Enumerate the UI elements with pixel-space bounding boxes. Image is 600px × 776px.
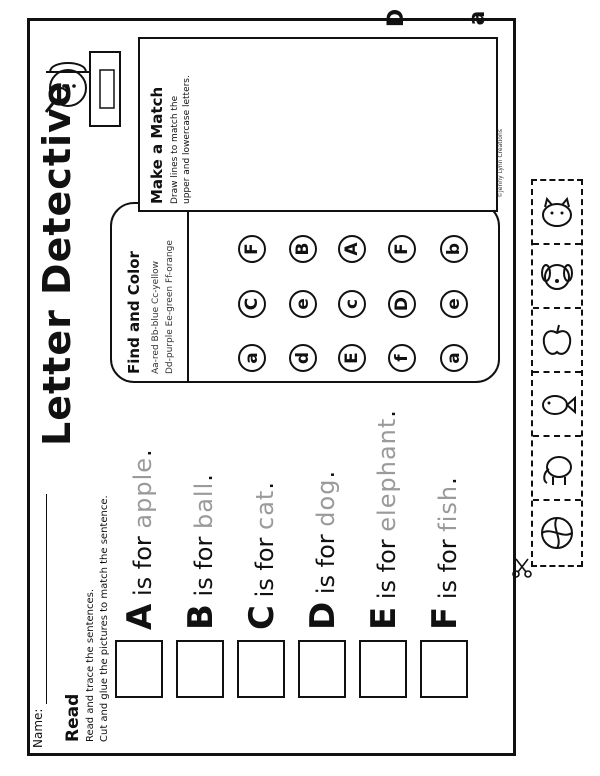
ball-icon (541, 517, 573, 549)
letter-circle[interactable]: F (238, 235, 266, 263)
sentence-text: is for (251, 529, 279, 606)
glue-box[interactable] (115, 640, 163, 698)
uppercase-letter[interactable]: D (384, 8, 409, 28)
sentence-end: . (251, 482, 279, 490)
letter-circle[interactable]: c (338, 290, 366, 318)
trace-word: dog (312, 478, 340, 527)
letter-circle[interactable]: A (338, 235, 366, 263)
dog-icon (541, 264, 573, 290)
letter-circle[interactable]: E (338, 344, 366, 372)
read-instruction-1: Read and trace the sentences. (85, 588, 96, 742)
color-key-line-2: Dd-purple Ee-green Ff-orange (165, 240, 175, 374)
sentence-text: is for (312, 526, 340, 602)
trace-word: apple (129, 457, 157, 529)
letter-circle[interactable]: e (289, 290, 317, 318)
cut-picture-cell[interactable] (533, 501, 581, 565)
make-a-match-rotated: Make a Match Draw lines to match the upp… (140, 39, 496, 210)
copyright-credit: ©Jenny Lynn Creations (497, 129, 504, 198)
sentence-letter: F (425, 606, 465, 630)
elephant-icon (543, 456, 572, 485)
letter-circle[interactable]: B (289, 235, 317, 263)
sentence-b: B is for ball. (181, 474, 221, 630)
glue-box[interactable] (420, 640, 468, 698)
sentence-letter: E (364, 606, 404, 630)
make-a-match-line-2: upper and lowercase letters. (182, 75, 192, 204)
trace-word: elephant (373, 417, 401, 532)
trace-word: ball (190, 481, 218, 530)
read-title: Read (63, 693, 83, 742)
glue-box[interactable] (237, 640, 285, 698)
sentence-c: C is for cat. (242, 482, 282, 630)
name-label: Name: (31, 708, 45, 748)
sentence-end: . (190, 474, 218, 482)
letter-circle[interactable]: d (289, 344, 317, 372)
glue-box[interactable] (359, 640, 407, 698)
sentence-f: F is for fish. (425, 477, 465, 630)
sentence-letter: D (303, 601, 343, 630)
cut-picture-cell[interactable] (533, 437, 581, 501)
detective-icon (44, 51, 121, 127)
sentence-d: D is for dog. (303, 470, 343, 630)
cut-out-strip (531, 179, 583, 567)
letter-circle[interactable]: D (388, 290, 416, 318)
scissors-icon (512, 558, 532, 578)
page-title: Letter Detective (35, 80, 79, 446)
sentence-e: E is for elephant. (364, 410, 404, 630)
name-line[interactable] (46, 494, 47, 704)
letter-circle[interactable]: b (440, 235, 468, 263)
trace-word: cat (251, 489, 279, 530)
letter-circle[interactable]: e (440, 290, 468, 318)
color-key-line-1: Aa-red Bb-blue Cc-yellow (151, 260, 161, 374)
fish-icon (542, 395, 576, 415)
apple-icon (542, 324, 572, 355)
cut-picture-cell[interactable] (533, 181, 581, 245)
read-instruction-2: Cut and glue the pictures to match the s… (99, 495, 110, 742)
sentence-end: . (312, 470, 340, 479)
sentence-end: . (129, 449, 157, 457)
sentence-letter: A (120, 603, 160, 630)
make-a-match-line-1: Draw lines to match the (170, 95, 180, 204)
make-a-match-heading: Make a Match (148, 86, 166, 204)
sentence-text: is for (190, 529, 218, 605)
cut-picture-cell[interactable] (533, 245, 581, 309)
make-a-match-box: Make a Match Draw lines to match the upp… (138, 37, 498, 212)
sentence-text: is for (434, 531, 462, 607)
trace-word: fish (434, 484, 462, 532)
sentence-text: is for (373, 531, 401, 607)
sentence-letter: B (181, 604, 221, 630)
sentence-text: is for (129, 528, 157, 604)
letter-circle[interactable]: a (440, 344, 468, 372)
sentence-end: . (434, 477, 462, 485)
letter-circle[interactable]: F (388, 235, 416, 263)
cut-picture-cell[interactable] (533, 309, 581, 373)
glue-box[interactable] (176, 640, 224, 698)
find-and-color-title: Find and Color (125, 251, 143, 374)
sentence-letter: C (242, 605, 282, 630)
lowercase-letter[interactable]: a (465, 10, 490, 26)
sentence-end: . (373, 410, 401, 418)
letter-circle[interactable]: a (238, 344, 266, 372)
letter-circle[interactable]: C (238, 290, 266, 318)
sentence-a: A is for apple. (120, 449, 160, 630)
cat-icon (542, 196, 572, 227)
letter-circle[interactable]: f (388, 344, 416, 372)
cut-picture-cell[interactable] (533, 373, 581, 437)
glue-box[interactable] (298, 640, 346, 698)
find-and-color-divider (187, 202, 189, 383)
